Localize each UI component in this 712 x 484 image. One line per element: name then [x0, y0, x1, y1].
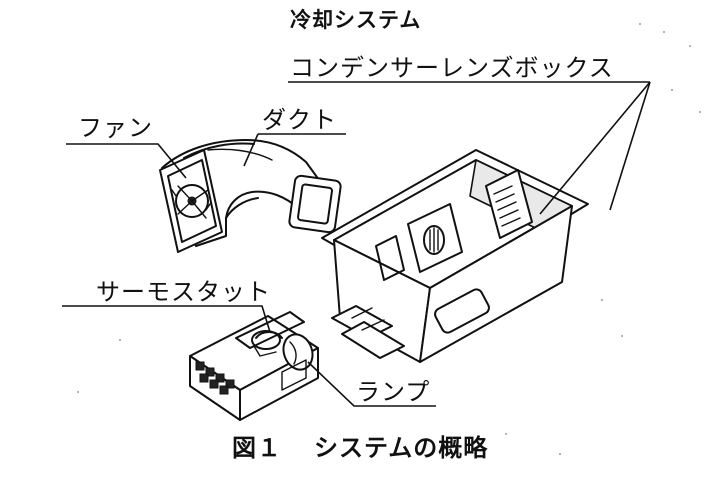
figure-title: 冷却システム: [290, 8, 422, 32]
lamp-housing: [189, 311, 319, 421]
caption-number: 図１: [232, 434, 282, 462]
figure-caption: 図１ システムの概略: [232, 436, 488, 460]
fan: [159, 149, 223, 253]
fan-duct-assembly: [159, 139, 342, 253]
condenser-lens-box: [321, 149, 589, 363]
label-duct: ダクト: [262, 106, 337, 134]
label-thermostat: サーモスタット: [96, 278, 271, 306]
label-condenser-lens-box: コンデンサーレンズボックス: [290, 54, 614, 82]
label-lamp: ランプ: [356, 378, 431, 406]
caption-text: システムの概略: [314, 434, 489, 462]
thermostat: [251, 330, 283, 357]
leader-lines: [62, 81, 651, 407]
terminal-block: [195, 361, 235, 395]
label-fan: ファン: [78, 114, 153, 142]
